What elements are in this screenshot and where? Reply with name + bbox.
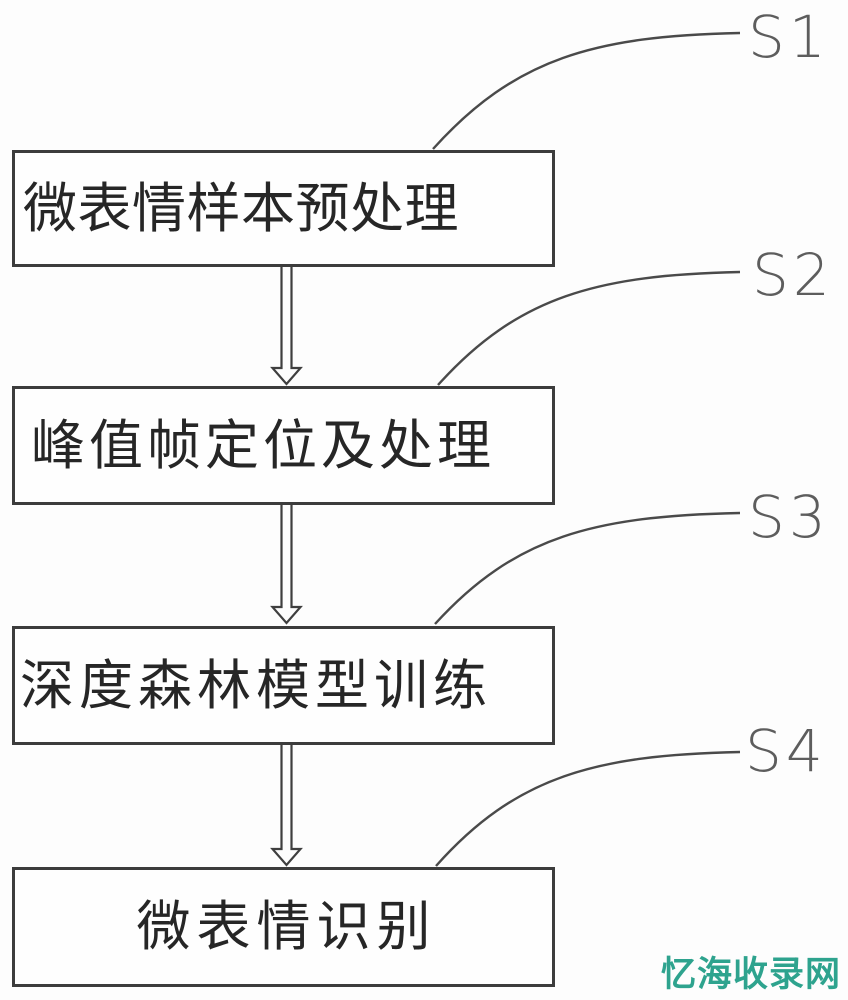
arrow-box2-to-box3 [270, 504, 303, 625]
flow-box-s3-label: 深度森林模型训练 [20, 655, 492, 716]
flow-box-s4: 微表情识别 [12, 867, 555, 987]
step-label-s1: S1 [748, 3, 830, 71]
step-label-s3: S3 [748, 483, 830, 551]
arrow-box1-to-box2 [270, 267, 303, 386]
arrow-box3-to-box4 [270, 744, 303, 867]
s3-leader-line [434, 511, 741, 625]
flow-box-s2: 峰值帧定位及处理 [12, 386, 555, 505]
s1-leader-line [432, 31, 741, 150]
flow-box-s2-label: 峰值帧定位及处理 [31, 415, 495, 476]
s2-leader-line [437, 270, 741, 386]
step-label-s2: S2 [752, 241, 834, 309]
watermark: 忆海收录网 [661, 955, 842, 995]
flow-box-s4-label: 微表情识别 [136, 897, 437, 957]
step-label-s4: S4 [745, 717, 827, 785]
flow-box-s3: 深度森林模型训练 [12, 626, 555, 745]
flow-box-s1: 微表情样本预处理 [12, 150, 555, 267]
flow-box-s1-label: 微表情样本预处理 [23, 178, 459, 239]
s4-leader-line [435, 750, 741, 867]
